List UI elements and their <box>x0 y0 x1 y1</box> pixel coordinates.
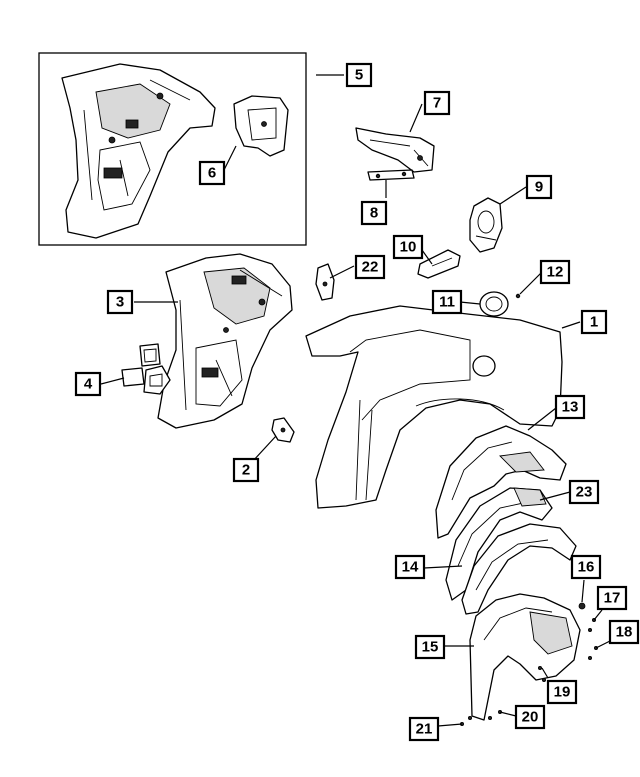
splash-shield-part-15 <box>469 593 581 721</box>
callout-8-label: 8 <box>370 205 378 222</box>
callout-14-label: 14 <box>402 559 419 576</box>
callout-14: 14 <box>394 554 426 580</box>
strap-part-8 <box>367 169 415 181</box>
callout-7-label: 7 <box>433 95 441 112</box>
callout-16: 16 <box>570 554 602 580</box>
callout-13: 13 <box>554 394 586 420</box>
callout-13-label: 13 <box>562 399 579 416</box>
callout-5-label: 5 <box>355 67 363 84</box>
callout-9-label: 9 <box>535 179 543 196</box>
callout-3: 3 <box>106 289 134 315</box>
callout-7: 7 <box>423 90 451 116</box>
inner-quarter-panel-part-3 <box>157 253 293 429</box>
fastener-19a <box>538 666 543 671</box>
fuel-filler-housing-part-9 <box>469 197 503 253</box>
fastener-18b <box>588 656 593 661</box>
quarter-panel-part-1 <box>305 305 563 509</box>
callout-11-label: 11 <box>439 294 455 311</box>
callout-18-label: 18 <box>616 624 633 641</box>
callout-2: 2 <box>232 457 260 483</box>
fastener-20b <box>487 716 492 721</box>
callout-20: 20 <box>514 704 546 730</box>
fastener-19b <box>542 678 547 683</box>
vent-part-4 <box>121 343 171 395</box>
callout-11: 11 <box>431 289 463 315</box>
clip-part-12 <box>515 293 521 299</box>
bracket-part-10 <box>417 249 461 279</box>
callout-10-label: 10 <box>400 239 417 256</box>
callout-4-label: 4 <box>84 376 93 393</box>
callout-1-label: 1 <box>590 314 598 331</box>
callout-6: 6 <box>198 160 226 186</box>
callout-4: 4 <box>74 371 102 397</box>
callout-10: 10 <box>392 234 424 260</box>
fuel-door-part-11 <box>479 291 509 317</box>
inner-quarter-panel-inset <box>61 63 216 239</box>
callout-19-label: 19 <box>554 684 571 701</box>
callout-22-label: 22 <box>362 259 379 276</box>
callout-17: 17 <box>596 585 628 611</box>
callout-15: 15 <box>414 634 446 660</box>
callout-9: 9 <box>525 174 553 200</box>
callout-6-label: 6 <box>208 165 216 182</box>
fastener-17b <box>588 628 593 633</box>
callout-12: 12 <box>539 259 571 285</box>
callout-3-label: 3 <box>116 294 124 311</box>
callout-21: 21 <box>408 716 440 742</box>
leader-lines <box>100 74 613 727</box>
callout-20-label: 20 <box>522 709 539 726</box>
callout-5: 5 <box>345 62 373 88</box>
callout-23-label: 23 <box>576 484 593 501</box>
fastener-21a <box>467 716 472 721</box>
callout-19: 19 <box>546 679 578 705</box>
callout-18: 18 <box>608 619 640 645</box>
wheelhouse-liner-part-14 <box>461 523 577 615</box>
callout-12-label: 12 <box>547 264 564 281</box>
callout-17-label: 17 <box>604 590 621 607</box>
wheelhouse-liner-part-13 <box>435 425 567 539</box>
callout-16-label: 16 <box>578 559 595 576</box>
callout-15-label: 15 <box>422 639 439 656</box>
fastener-16 <box>578 602 586 610</box>
bracket-part-6 <box>233 95 289 157</box>
bracket-part-7 <box>355 127 435 173</box>
bracket-part-2 <box>271 417 295 443</box>
callout-8: 8 <box>360 200 388 226</box>
callout-23: 23 <box>568 479 600 505</box>
callout-1: 1 <box>580 309 608 335</box>
bracket-part-22 <box>315 263 335 301</box>
inset-frame <box>38 52 307 246</box>
callout-21-label: 21 <box>416 721 433 738</box>
callout-2-label: 2 <box>242 462 250 479</box>
callout-22: 22 <box>354 254 386 280</box>
